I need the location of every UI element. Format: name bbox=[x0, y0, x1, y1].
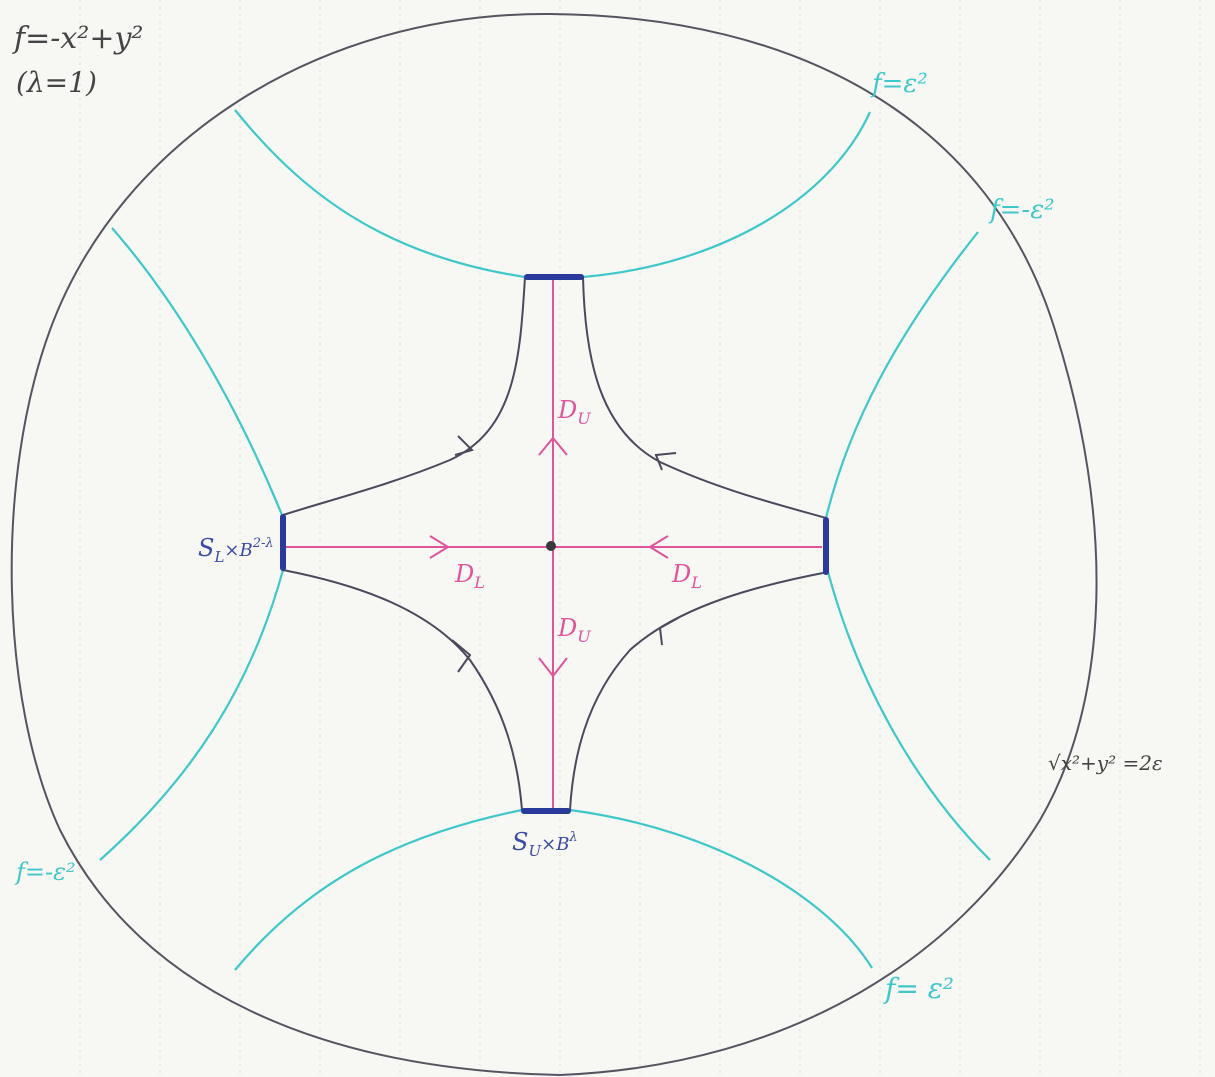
flow-line-top-left bbox=[282, 276, 526, 516]
label-d-l-left-sub: L bbox=[473, 573, 485, 592]
grid-background bbox=[79, 0, 1201, 1077]
flow-arrow-top-right bbox=[654, 452, 677, 471]
label-s-u-sub: U bbox=[528, 842, 542, 860]
label-f-eps-top: f=ε² bbox=[870, 69, 928, 99]
label-d-l-right: DL bbox=[671, 560, 702, 592]
flow-arrow-bottom-right bbox=[658, 617, 679, 646]
flow-line-bottom-right bbox=[569, 571, 829, 811]
disk-arrow-left bbox=[648, 535, 669, 559]
flow-arrows bbox=[451, 435, 679, 673]
title-lambda: (λ=1) bbox=[16, 66, 97, 99]
label-d-l-left: DL bbox=[454, 560, 485, 592]
flow-line-bottom-left bbox=[282, 569, 523, 811]
critical-point bbox=[546, 541, 556, 551]
label-s-u-sup: λ bbox=[568, 830, 577, 845]
label-s-u: SU×Bλ bbox=[512, 828, 578, 860]
level-curve-right bbox=[824, 231, 991, 861]
flow-line-top-right bbox=[582, 276, 827, 519]
level-curve-top bbox=[234, 109, 872, 279]
disk-arrow-up bbox=[538, 436, 568, 456]
label-f-neg-eps-left: f=-ε² bbox=[14, 858, 76, 886]
label-d-u-top-sub: U bbox=[577, 409, 591, 428]
flow-arrow-top-left bbox=[454, 435, 474, 456]
label-s-l-sup: 2-λ bbox=[252, 536, 274, 551]
label-s-l-sub: L bbox=[213, 548, 224, 566]
label-s-l-rest: ×B bbox=[224, 540, 252, 561]
disk-arrow-down bbox=[538, 657, 568, 678]
label-radius: √x²+y² =2ε bbox=[1048, 751, 1163, 775]
label-d-u-bottom: DU bbox=[557, 614, 591, 646]
label-d-l-right-sub: L bbox=[690, 573, 702, 592]
label-f-eps-bottom: f= ε² bbox=[883, 972, 954, 1005]
title-function: f=-x²+y² bbox=[12, 21, 143, 56]
label-d-u-top: DU bbox=[557, 396, 591, 428]
sphere-segments bbox=[280, 274, 829, 814]
label-s-l: SL×B2-λ bbox=[198, 534, 274, 566]
label-f-neg-eps-right: f=-ε² bbox=[988, 195, 1055, 225]
label-d-u-bottom-sub: U bbox=[577, 627, 591, 646]
flow-lines bbox=[282, 276, 829, 811]
boundary-circle bbox=[10, 12, 1098, 1077]
disk-arrow-right bbox=[429, 535, 450, 559]
label-s-u-rest: ×B bbox=[541, 834, 569, 855]
flow-arrow-bottom-left bbox=[451, 639, 472, 673]
